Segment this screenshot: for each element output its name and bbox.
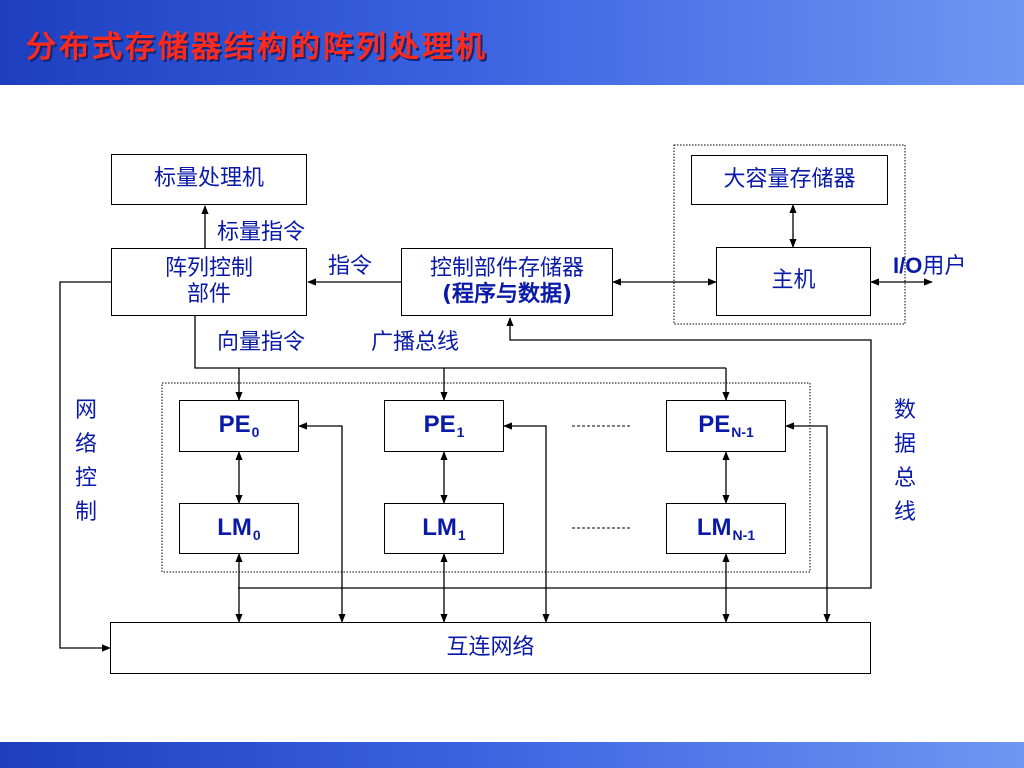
vector-instruction-label: 向量指令 xyxy=(217,330,306,355)
pe-label-0: PE0 xyxy=(218,411,260,441)
title-bar: 分布式存储器结构的阵列处理机 xyxy=(0,0,1024,85)
pe-label-n: PEN-1 xyxy=(698,411,754,441)
pe1-network-link xyxy=(503,422,550,623)
pe-label-1: PE1 xyxy=(423,411,465,441)
control-memory-box: 控制部件存储器 (程序与数据) xyxy=(401,248,613,316)
broadcast-bus xyxy=(194,316,726,369)
io-label: I/O xyxy=(893,253,923,278)
lm-box-n: LMN-1 xyxy=(666,503,786,554)
host-box: 主机 xyxy=(716,247,871,316)
lm-box-0: LM0 xyxy=(179,503,299,554)
pe-box-1: PE1 xyxy=(384,400,504,452)
users-label: 用户 xyxy=(922,254,967,279)
scalar-processor-label: 标量处理机 xyxy=(153,166,264,192)
data-bus-label: 数据总线 xyxy=(893,398,916,525)
data-bus xyxy=(238,317,872,589)
array-control-label-line2: 部件 xyxy=(186,282,231,307)
lm-label-n: LMN-1 xyxy=(696,513,756,543)
lm-box-1: LM1 xyxy=(384,503,504,554)
mass-storage-box: 大容量存储器 xyxy=(691,155,888,205)
pe-box-0: PE0 xyxy=(179,400,299,452)
pe0-network-link xyxy=(298,422,346,623)
control-memory-label-line2: (程序与数据) xyxy=(441,282,573,307)
interconnect-network-label: 互连网络 xyxy=(446,634,535,660)
host-label: 主机 xyxy=(771,268,816,294)
pe-box-n: PEN-1 xyxy=(666,400,786,452)
network-control-label: 网络控制 xyxy=(74,398,97,525)
instruction-label: 指令 xyxy=(328,254,373,279)
interconnect-network-box: 互连网络 xyxy=(110,622,871,674)
broadcast-bus-label: 广播总线 xyxy=(371,330,460,355)
slide-title: 分布式存储器结构的阵列处理机 xyxy=(26,30,488,65)
io-users-label: I/O用户 xyxy=(893,248,966,280)
host-group-border xyxy=(673,144,906,325)
scalar-processor-box: 标量处理机 xyxy=(111,154,307,205)
control-memory-label-line1: 控制部件存储器 xyxy=(429,255,584,281)
pen-network-link xyxy=(785,422,831,623)
footer-bar xyxy=(0,742,1024,768)
scalar-instruction-label: 标量指令 xyxy=(217,220,306,245)
array-control-box: 阵列控制 部件 xyxy=(111,248,307,316)
array-control-label-line1: 阵列控制 xyxy=(164,255,253,281)
lm-label-1: LM1 xyxy=(422,513,466,543)
network-control-line xyxy=(59,281,111,652)
lm-label-0: LM0 xyxy=(217,513,261,543)
mass-storage-label: 大容量存储器 xyxy=(723,166,856,192)
